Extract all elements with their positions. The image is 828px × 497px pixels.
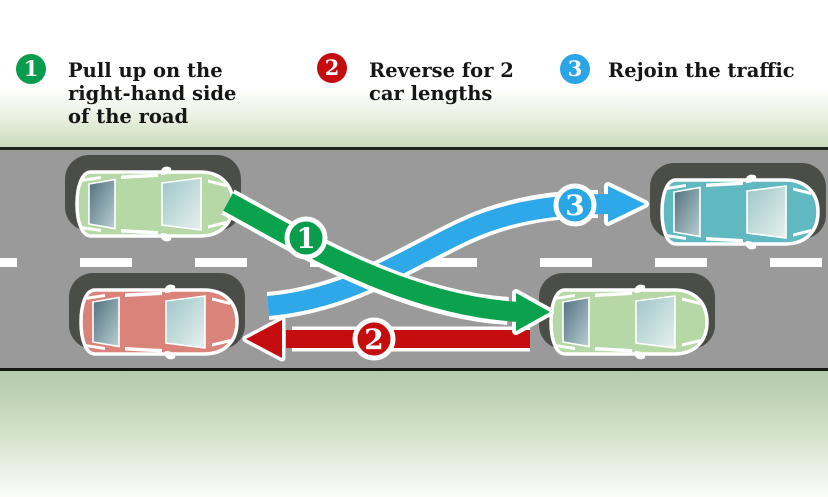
step-3-label-line: Rejoin the traffic bbox=[608, 59, 795, 82]
step-2-label: Reverse for 2 car lengths bbox=[369, 59, 514, 105]
step-1-number-badge: 1 bbox=[16, 54, 46, 84]
step-3-number-badge: 3 bbox=[560, 54, 590, 84]
top-verge bbox=[0, 0, 828, 147]
step-1-label-line: Pull up on the bbox=[68, 59, 223, 82]
step-2-label-line: car lengths bbox=[369, 82, 493, 105]
legend: 1 Pull up on the right-hand side of the … bbox=[0, 0, 828, 147]
step-2-label-line: Reverse for 2 bbox=[369, 59, 514, 82]
bottom-verge bbox=[0, 371, 828, 497]
step-3-label: Rejoin the traffic bbox=[608, 59, 795, 82]
step-2-number-badge: 2 bbox=[317, 53, 347, 83]
step-1-label: Pull up on the right-hand side of the ro… bbox=[68, 59, 236, 128]
step-1-label-line: right-hand side bbox=[68, 82, 237, 105]
road-surface bbox=[0, 147, 828, 371]
step-1-label-line: of the road bbox=[68, 105, 189, 128]
